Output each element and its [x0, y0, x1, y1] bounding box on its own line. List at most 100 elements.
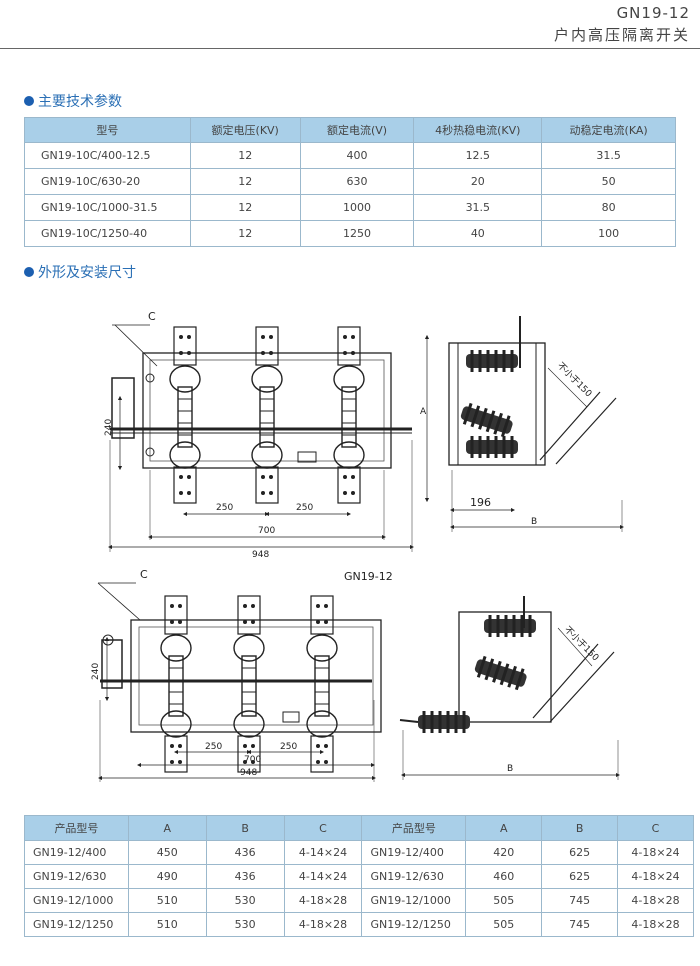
section-dims: 外形及安装尺寸	[24, 262, 136, 282]
table-cell: 505	[465, 912, 543, 937]
table-cell: 745	[541, 912, 619, 937]
table-cell: GN19-12/630	[361, 864, 467, 889]
table-cell: GN19-10C/1000-31.5	[24, 194, 191, 221]
section-dims-title: 外形及安装尺寸	[38, 265, 136, 281]
table-cell: 1250	[299, 220, 415, 247]
spec-col-header: 动稳定电流(KA)	[541, 117, 676, 143]
header-product-name: 户内高压隔离开关	[553, 26, 690, 44]
drawing1-dim-948: 948	[252, 550, 269, 560]
dim-col-header: B	[205, 815, 285, 841]
dim-col-header: B	[541, 815, 619, 841]
table-cell: 4-14×24	[283, 864, 363, 889]
table-cell: GN19-12/1250	[24, 912, 129, 937]
table-cell: GN19-10C/630-20	[24, 168, 191, 195]
table-cell: 4-18×24	[617, 840, 694, 865]
header-divider	[0, 48, 700, 49]
table-cell: 400	[299, 142, 415, 169]
table-cell: 4-18×24	[617, 864, 694, 889]
section-specs-title: 主要技术参数	[38, 94, 122, 110]
table-cell: 490	[127, 864, 207, 889]
dim-col-header: C	[617, 815, 694, 841]
spec-col-header: 4秒热稳电流(KV)	[413, 117, 543, 143]
spec-col-header: 额定电压(KV)	[189, 117, 301, 143]
spec-table: 型号 额定电压(KV) 额定电流(V) 4秒热稳电流(KV) 动稳定电流(KA)…	[24, 117, 676, 247]
table-cell: GN19-10C/1250-40	[24, 220, 191, 247]
table-row: GN19-12/1250 510 530 4-18×28 GN19-12/125…	[24, 912, 694, 937]
dim-col-header: A	[127, 815, 207, 841]
table-cell: GN19-12/1000	[24, 888, 129, 913]
drawing1-dim-196: 196	[470, 496, 491, 509]
table-cell: 625	[541, 864, 619, 889]
front-view-2: GN19-12 C 240 250 250 700 948	[91, 568, 393, 782]
table-cell: GN19-10C/400-12.5	[24, 142, 191, 169]
table-cell: 4-18×28	[283, 888, 363, 913]
table-cell: GN19-12/400	[361, 840, 467, 865]
spec-col-header: 额定电流(V)	[299, 117, 415, 143]
table-cell: 20	[413, 168, 543, 195]
dimension-table: 产品型号 A B C 产品型号 A B C GN19-12/400 450 43…	[24, 815, 694, 937]
table-cell: 80	[541, 194, 676, 221]
table-cell: 530	[205, 912, 285, 937]
table-cell: 100	[541, 220, 676, 247]
drawing2-dim-250a: 250	[205, 742, 222, 752]
side-view-1: 不小于150 196 B	[448, 316, 625, 532]
table-cell: GN19-12/630	[24, 864, 129, 889]
front-view-1: C 240 250 250 700 948 A	[104, 310, 430, 560]
drawing2-dim-240: 240	[91, 663, 101, 680]
bullet-icon	[24, 267, 34, 277]
table-row: GN19-10C/630-20 12 630 20 50	[24, 168, 676, 195]
drawing1-dim-250a: 250	[216, 503, 233, 513]
drawing1-gap-label: 不小于150	[555, 360, 594, 399]
drawing1-dim-b: B	[531, 517, 537, 527]
drawing2-gap-label: 不小于150	[562, 624, 601, 663]
spec-header-row: 型号 额定电压(KV) 额定电流(V) 4秒热稳电流(KV) 动稳定电流(KA)	[24, 117, 676, 143]
table-row: GN19-10C/1250-40 12 1250 40 100	[24, 220, 676, 247]
table-cell: 50	[541, 168, 676, 195]
table-cell: 4-18×28	[617, 912, 694, 937]
section-specs: 主要技术参数	[24, 91, 122, 111]
table-cell: 505	[465, 888, 543, 913]
drawing1-dim-700: 700	[258, 526, 275, 536]
drawing2-dim-948: 948	[240, 768, 257, 778]
table-cell: 530	[205, 888, 285, 913]
table-cell: 4-18×28	[283, 912, 363, 937]
drawing2-dim-b: B	[507, 764, 513, 774]
table-row: GN19-12/1000 510 530 4-18×28 GN19-12/100…	[24, 888, 694, 913]
table-cell: 510	[127, 912, 207, 937]
drawing2-title: GN19-12	[344, 570, 393, 583]
dim-col-header: C	[283, 815, 363, 841]
table-cell: GN19-12/1250	[361, 912, 467, 937]
table-cell: 745	[541, 888, 619, 913]
table-cell: 625	[541, 840, 619, 865]
drawing1-dim-a: A	[420, 407, 427, 417]
drawing1-dim-240: 240	[104, 419, 114, 436]
table-cell: 450	[127, 840, 207, 865]
table-cell: 4-18×28	[617, 888, 694, 913]
drawing2-dim-250b: 250	[280, 742, 297, 752]
drawing1-dim-250b: 250	[296, 503, 313, 513]
spec-col-header: 型号	[24, 117, 191, 143]
table-cell: 460	[465, 864, 543, 889]
dim-col-header: A	[465, 815, 543, 841]
table-cell: 510	[127, 888, 207, 913]
table-cell: 4-14×24	[283, 840, 363, 865]
table-row: GN19-12/630 490 436 4-14×24 GN19-12/630 …	[24, 864, 694, 889]
table-cell: 12	[189, 194, 301, 221]
dim-col-header: 产品型号	[361, 815, 467, 841]
table-cell: 420	[465, 840, 543, 865]
header-model: GN19-12	[616, 4, 690, 22]
table-row: GN19-12/400 450 436 4-14×24 GN19-12/400 …	[24, 840, 694, 865]
table-cell: 436	[205, 864, 285, 889]
dim-header-row: 产品型号 A B C 产品型号 A B C	[24, 815, 694, 841]
table-cell: 12.5	[413, 142, 543, 169]
table-cell: 31.5	[541, 142, 676, 169]
table-cell: 40	[413, 220, 543, 247]
drawing2-dim-700: 700	[244, 755, 261, 765]
dim-col-header: 产品型号	[24, 815, 129, 841]
side-view-2: 不小于150 B	[399, 596, 621, 780]
drawing2-c-label: C	[140, 568, 148, 581]
table-row: GN19-10C/400-12.5 12 400 12.5 31.5	[24, 142, 676, 169]
technical-drawings: C 240 250 250 700 948 A 不小于150 196 B GN1…	[91, 310, 625, 782]
table-cell: GN19-12/400	[24, 840, 129, 865]
table-cell: 436	[205, 840, 285, 865]
